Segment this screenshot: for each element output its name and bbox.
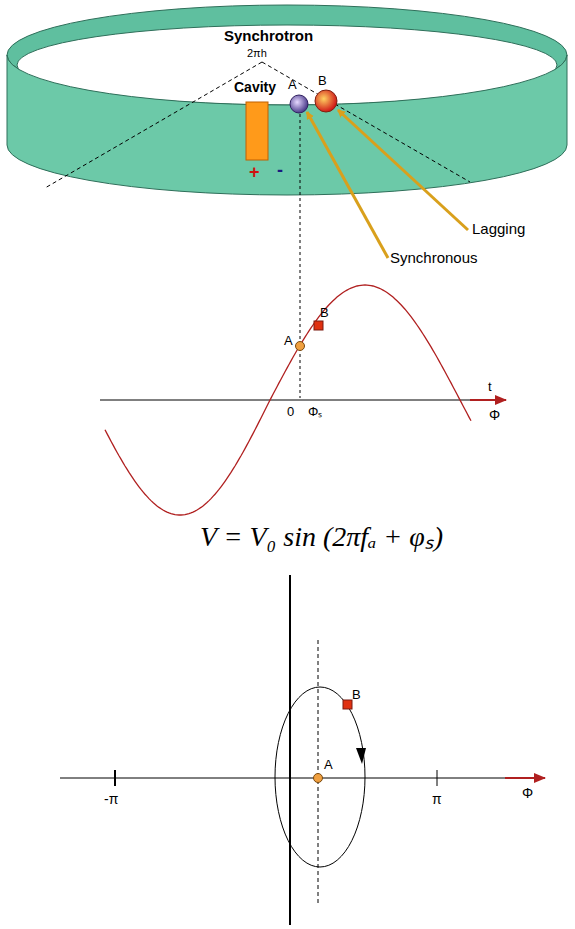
rf-voltage-curve bbox=[105, 285, 471, 515]
synchronous-particle bbox=[290, 95, 308, 113]
point-label: A bbox=[324, 758, 333, 772]
pointer-label: Lagging bbox=[472, 221, 525, 238]
axis-label: Φₛ bbox=[308, 405, 322, 419]
particle-label: B bbox=[318, 74, 327, 88]
point-b bbox=[314, 321, 323, 330]
tick bbox=[437, 770, 438, 786]
point-a bbox=[314, 774, 323, 783]
guide-line bbox=[300, 114, 301, 398]
axis-label: t bbox=[488, 380, 492, 394]
direction-arrow bbox=[356, 748, 366, 764]
ring-back bbox=[7, 5, 567, 105]
polarity-sign: - bbox=[277, 161, 283, 181]
lagging-particle bbox=[315, 90, 337, 112]
particle-label: A bbox=[288, 78, 297, 92]
polarity-sign: + bbox=[249, 163, 260, 183]
phase-axis bbox=[60, 778, 535, 779]
sector-line bbox=[45, 62, 262, 188]
ring-front bbox=[7, 55, 567, 195]
circumference-label: 2πh bbox=[247, 47, 267, 59]
cavity-box bbox=[246, 102, 268, 160]
point-a bbox=[296, 342, 305, 351]
sector-line bbox=[262, 62, 470, 182]
axis-tick-label: -π bbox=[104, 792, 118, 807]
ring-title: Synchrotron bbox=[224, 28, 313, 45]
voltage-formula: V = V₀ sin (2πfₐ + φₛ) bbox=[200, 522, 443, 553]
axis-label: Φ bbox=[489, 408, 500, 423]
tick bbox=[114, 770, 116, 786]
phase-ellipse bbox=[275, 687, 365, 867]
axis-arrow bbox=[470, 399, 506, 401]
axis-label: Φ bbox=[522, 786, 533, 801]
pointer-arrow bbox=[307, 112, 388, 258]
cavity-label: Cavity bbox=[234, 80, 276, 95]
point-label: A bbox=[284, 334, 293, 348]
time-axis bbox=[100, 400, 500, 401]
axis-label: 0 bbox=[287, 405, 294, 419]
point-b bbox=[343, 700, 352, 709]
point-label: B bbox=[320, 306, 329, 320]
point-label: B bbox=[352, 688, 361, 702]
pointer-arrow bbox=[338, 110, 468, 230]
guide-line bbox=[318, 640, 319, 905]
energy-axis bbox=[289, 575, 291, 925]
axis-tick-label: π bbox=[432, 792, 442, 807]
pointer-label: Synchronous bbox=[390, 250, 478, 267]
axis-arrow bbox=[505, 777, 545, 779]
